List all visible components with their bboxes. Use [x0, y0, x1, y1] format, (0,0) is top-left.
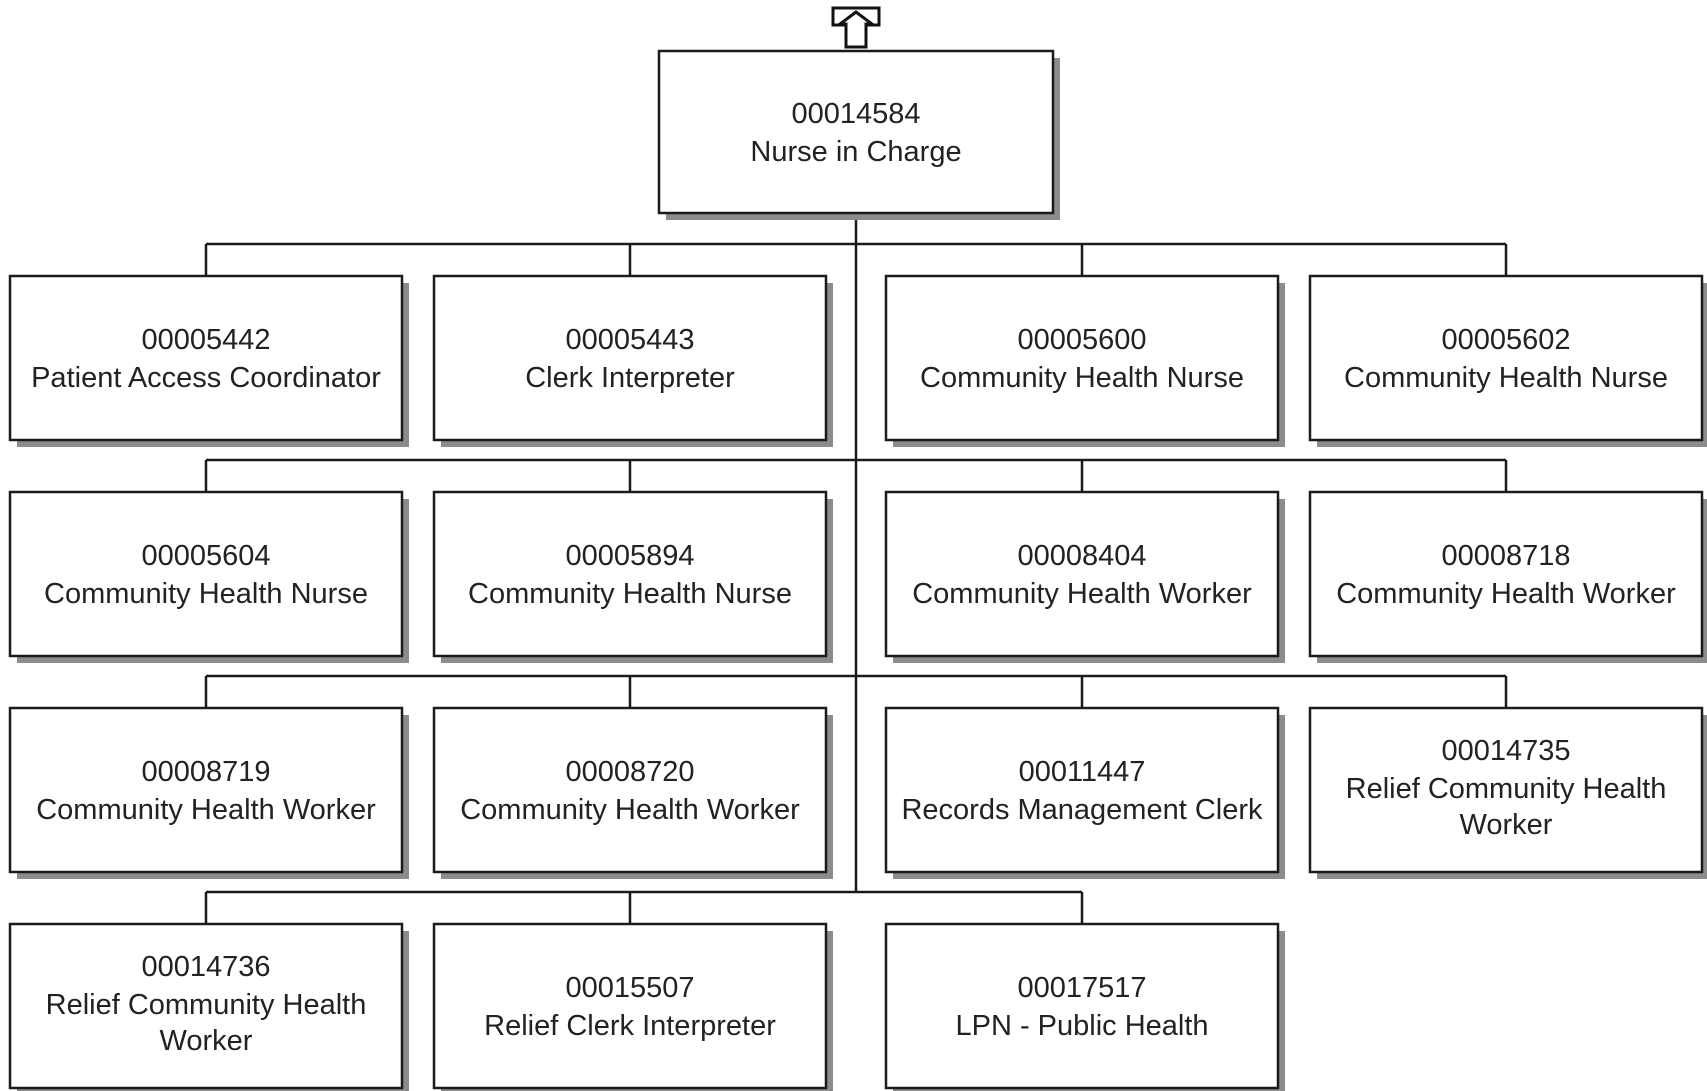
box-frame: [884, 490, 1280, 658]
position-title: Community Health Nurse: [920, 362, 1244, 394]
box-frame: [432, 274, 828, 442]
position-number: 00015507: [565, 972, 694, 1004]
position-number: 00008720: [565, 756, 694, 788]
box-frame: [8, 274, 404, 442]
box-frame: [432, 922, 828, 1090]
position-number: 00005600: [1017, 324, 1146, 356]
box-frame: [1308, 706, 1704, 874]
position-number: 00014735: [1441, 735, 1570, 767]
box-frame: [884, 274, 1280, 442]
position-title: Community Health Nurse: [468, 578, 792, 610]
position-title: Community Health Nurse: [44, 578, 368, 610]
position-number: 00005443: [565, 324, 694, 356]
position-title: LPN - Public Health: [955, 1010, 1208, 1042]
position-title: Relief Clerk Interpreter: [484, 1010, 776, 1042]
position-number: 00005894: [565, 540, 694, 572]
box-frame: [432, 706, 828, 874]
position-number: 00005442: [141, 324, 270, 356]
position-number: 00005604: [141, 540, 270, 572]
position-title: Records Management Clerk: [901, 794, 1263, 826]
position-number: 00008718: [1441, 540, 1570, 572]
connector-lines: [204, 213, 1508, 924]
box-frame: [657, 49, 1055, 215]
position-number: 00005602: [1441, 324, 1570, 356]
box-frame: [8, 706, 404, 874]
position-title: Community Health Worker: [912, 578, 1252, 610]
position-title: Community Health Nurse: [1344, 362, 1668, 394]
position-title: Community Health Worker: [36, 794, 376, 826]
box-frame: [884, 922, 1280, 1090]
position-title: Community Health Worker: [1336, 578, 1676, 610]
position-title: Patient Access Coordinator: [31, 362, 381, 394]
box-frame: [1308, 274, 1704, 442]
position-number: 00011447: [1019, 756, 1146, 788]
box-frame: [432, 490, 828, 658]
box-frame: [1308, 490, 1704, 658]
position-number: 00008719: [141, 756, 270, 788]
box-frame: [884, 706, 1280, 874]
position-title: Community Health Worker: [460, 794, 800, 826]
position-number: 00014736: [141, 951, 270, 983]
up-arrow-icon[interactable]: [831, 6, 881, 49]
position-number: 00014584: [791, 98, 920, 130]
position-title: Nurse in Charge: [750, 136, 961, 168]
position-title: Clerk Interpreter: [525, 362, 735, 394]
box-frame: [8, 490, 404, 658]
position-number: 00008404: [1017, 540, 1146, 572]
position-number: 00017517: [1017, 972, 1146, 1004]
box-frame: [8, 922, 404, 1090]
